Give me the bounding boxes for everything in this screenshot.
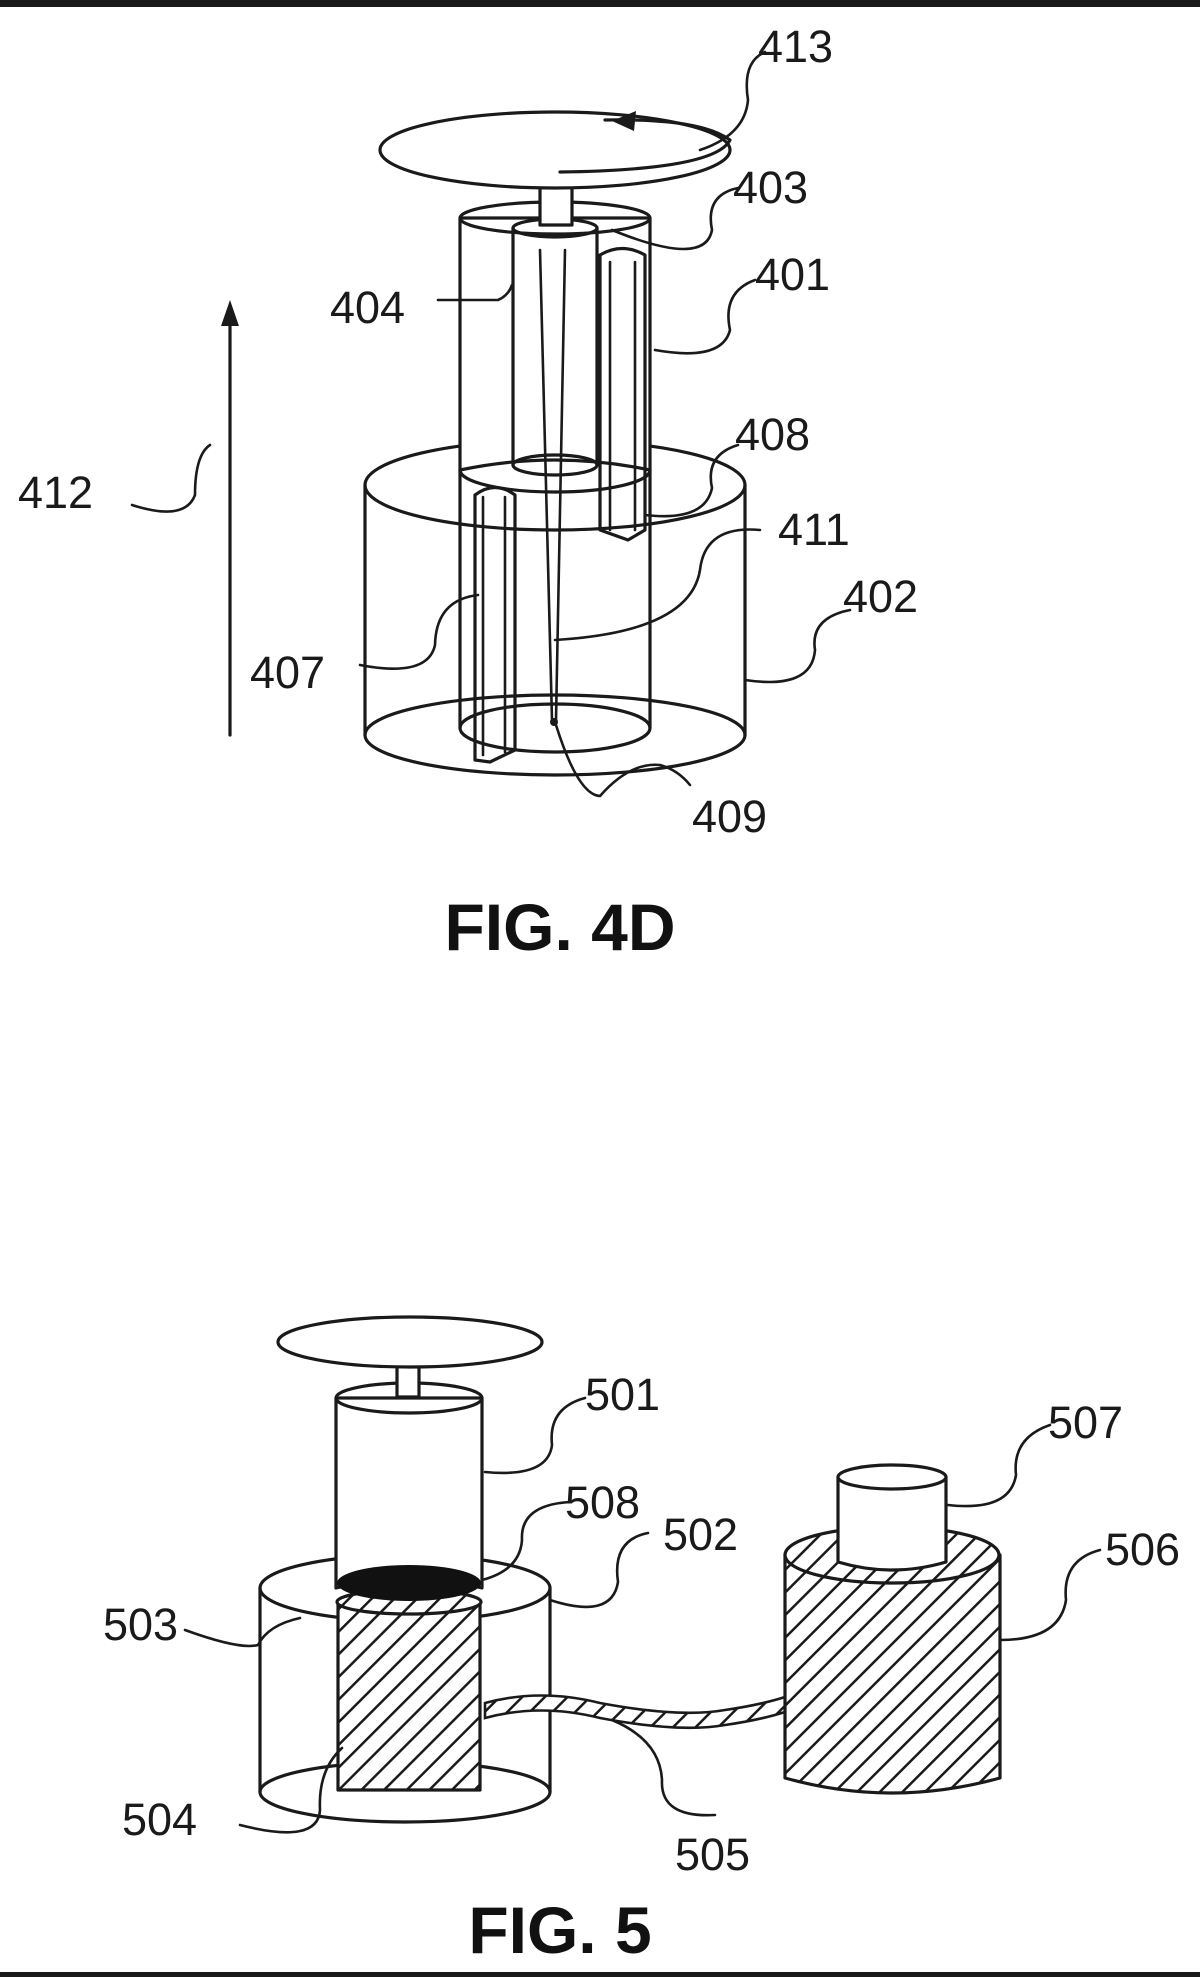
small-cap-cylinder — [836, 1463, 948, 1572]
ref-408: 408 — [735, 409, 810, 460]
tube-505 — [483, 1694, 787, 1730]
reference-labels-5: 501 507 508 502 506 503 504 505 — [103, 1369, 1180, 1880]
slot-407 — [473, 485, 517, 764]
ref-401: 401 — [755, 249, 830, 300]
rotating-cap — [378, 110, 732, 190]
reference-labels-4d: 413 403 401 404 408 412 411 402 407 409 — [18, 21, 918, 842]
hatched-fill-504 — [336, 1590, 482, 1792]
ref-402: 402 — [843, 571, 918, 622]
ref-504: 504 — [122, 1794, 197, 1845]
ref-506: 506 — [1105, 1524, 1180, 1575]
outer-cylinder — [363, 438, 747, 777]
figure-caption: FIG. 4D — [444, 890, 675, 964]
ref-413: 413 — [758, 21, 833, 72]
ref-409: 409 — [692, 791, 767, 842]
ref-505: 505 — [675, 1829, 750, 1880]
piston-cylinder — [334, 1363, 484, 1601]
direction-arrow — [221, 300, 239, 737]
slot-408 — [598, 246, 647, 542]
ref-501: 501 — [585, 1369, 660, 1420]
wire-411 — [538, 248, 567, 726]
leader-lines — [130, 50, 852, 798]
ref-411: 411 — [778, 504, 850, 555]
dark-seal-502 — [337, 1565, 481, 1601]
ref-403: 403 — [733, 162, 808, 213]
upper-cylinder — [458, 200, 652, 472]
ref-404: 404 — [330, 282, 405, 333]
ref-502: 502 — [663, 1509, 738, 1560]
bottom-border — [0, 1972, 1200, 1977]
ref-407: 407 — [250, 647, 325, 698]
ref-507: 507 — [1048, 1397, 1123, 1448]
ref-412: 412 — [18, 467, 93, 518]
inner-piston — [511, 183, 599, 477]
figure-4d: 413 403 401 404 408 412 411 402 407 409 … — [18, 21, 918, 964]
leader-lines-5 — [183, 1396, 1102, 1834]
top-border — [0, 0, 1200, 7]
top-disc — [276, 1315, 544, 1369]
ref-503: 503 — [103, 1599, 178, 1650]
figure-5: 501 507 508 502 506 503 504 505 FIG. 5 — [103, 1315, 1180, 1967]
ref-508: 508 — [565, 1477, 640, 1528]
figure-caption: FIG. 5 — [468, 1893, 651, 1967]
